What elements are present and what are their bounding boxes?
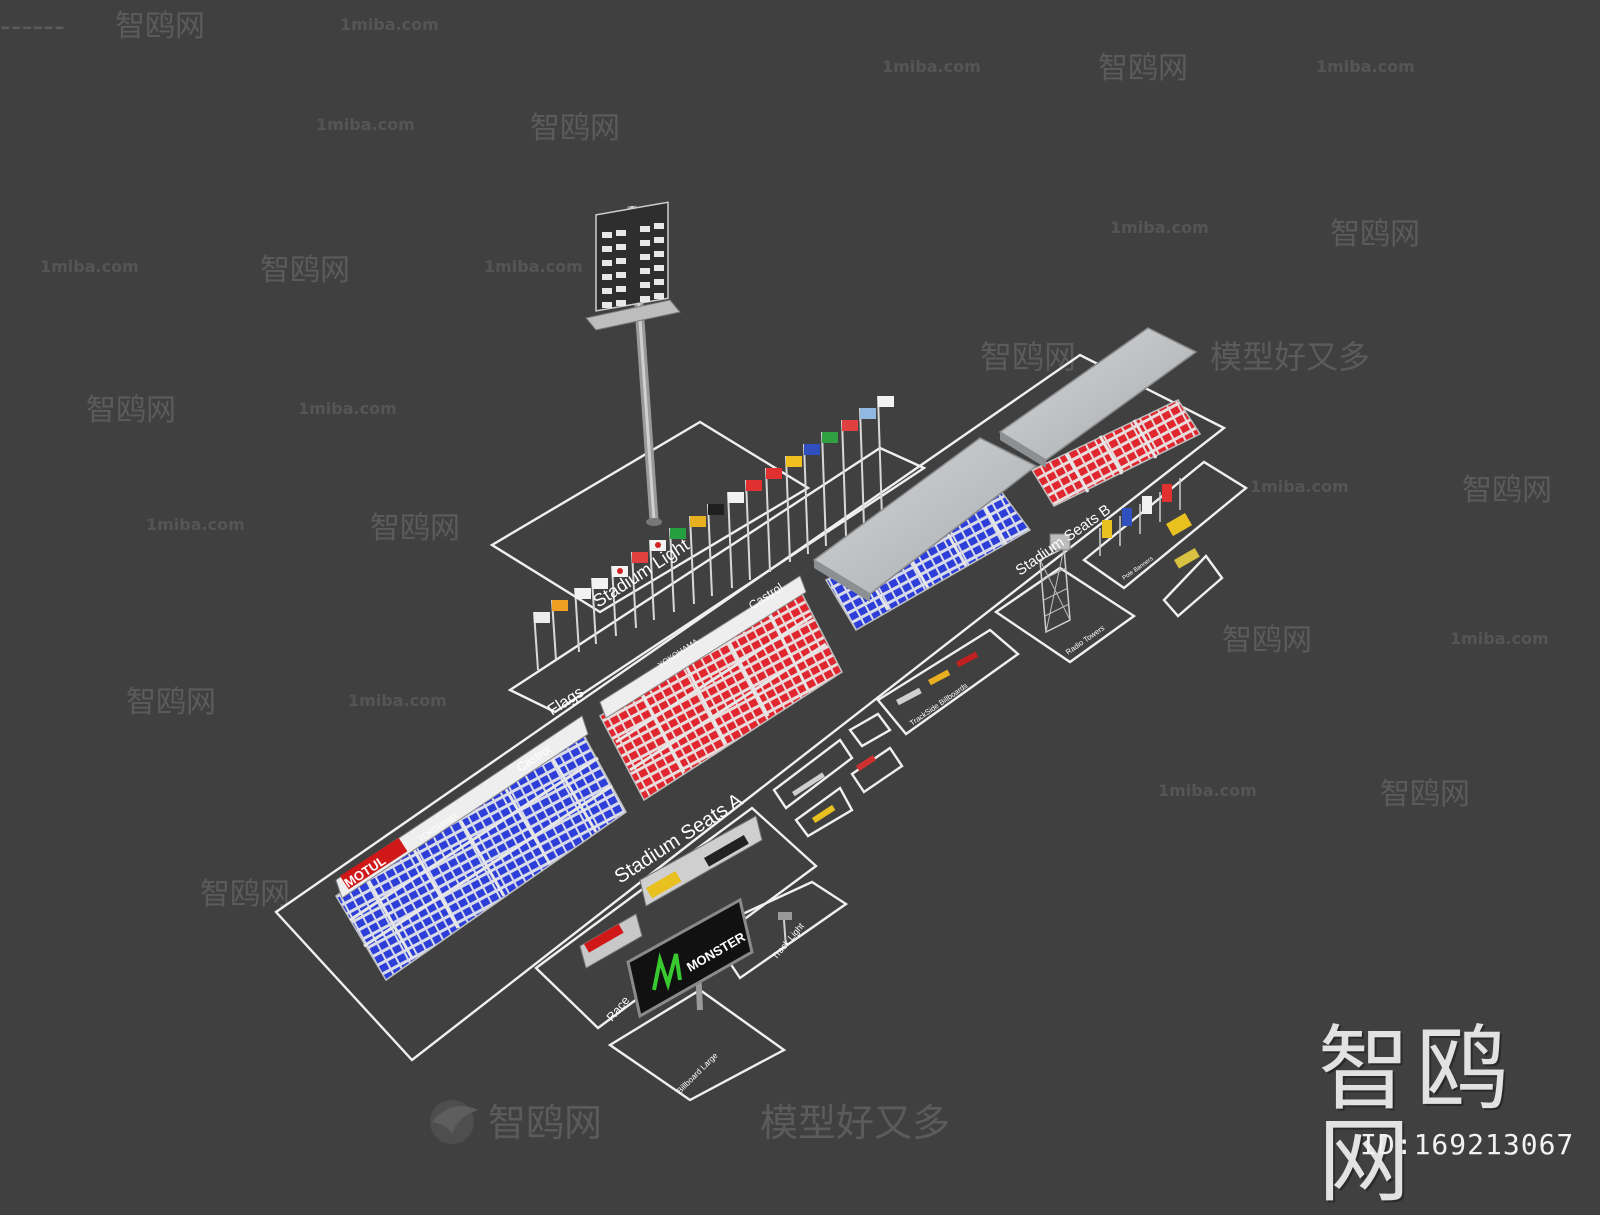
- watermark-site: 1miba.com: [146, 515, 245, 534]
- watermark-brand: 智鸥网: [1222, 623, 1312, 658]
- watermark-site: 1miba.com: [484, 257, 583, 276]
- watermark-site: 1miba.com: [316, 115, 415, 134]
- flag-icon: [708, 504, 724, 515]
- stadium-seats-a-blue: MOTUL YOKOHAMA Castrol: [334, 715, 627, 982]
- flag-icon: [878, 396, 894, 407]
- watermark-brand: 智鸥网: [126, 685, 216, 720]
- label-race: Race: [604, 993, 633, 1024]
- flag-icon: [632, 552, 648, 563]
- watermark-site: 1miba.com: [1110, 218, 1209, 237]
- footer-brand: 智鸥网: [1318, 1016, 1515, 1215]
- flag-icon: [575, 588, 591, 599]
- watermark-brand: 智鸥网: [200, 877, 290, 912]
- flag-icon: [804, 444, 820, 455]
- watermark-brand: 智鸥网: [1462, 473, 1552, 508]
- watermark-slogan: 模型好又多: [1210, 338, 1370, 376]
- watermark-site: 1miba.com: [348, 691, 447, 710]
- flag-icon: [670, 528, 686, 539]
- watermark-site: 1miba.com: [1450, 629, 1549, 648]
- watermark-brand: 智鸥网: [86, 393, 176, 428]
- watermark-brand: 智鸥网: [370, 511, 460, 546]
- zone-small-item: [794, 786, 854, 838]
- watermark-brand: 智鸥网: [1380, 777, 1470, 812]
- stadium-seats-b-blue: [812, 437, 1038, 632]
- zone-flags: [507, 446, 927, 714]
- zone-stadium-seats: [274, 353, 1227, 1062]
- flag-icon: [786, 456, 802, 467]
- monster-billboard: MONSTER: [626, 897, 754, 1019]
- flag-icon: [552, 600, 568, 611]
- flag-icon: [592, 578, 608, 589]
- sponsor-motul: [340, 837, 408, 890]
- watermark-site: 1miba.com: [1250, 477, 1349, 496]
- watermark-site: 1miba.com: [1316, 57, 1415, 76]
- flag-icon: [766, 468, 782, 479]
- watermark-brand: 智鸥网: [115, 9, 205, 44]
- label-flags: Flags: [545, 684, 587, 720]
- watermark-brand: 智鸥网: [1098, 51, 1188, 86]
- flag-icon: [534, 612, 550, 623]
- watermark-site: 1miba.com: [882, 57, 981, 76]
- flags-row: [533, 395, 894, 671]
- zone-pole-banners-small: [1162, 554, 1224, 618]
- watermark-slogan: 模型好又多: [760, 1101, 950, 1145]
- flag-icon: [822, 432, 838, 443]
- watermark-layer: ------ 智鸥网 1miba.com 1miba.com 智鸥网 1miba…: [0, 9, 1552, 1145]
- bird-logo-icon: [430, 1100, 478, 1144]
- stadium-seats-a-red: YOKOHAMA Castrol: [599, 575, 843, 802]
- pole-banners: [1099, 478, 1200, 569]
- watermark-brand: 智鸥网: [1330, 217, 1420, 252]
- zone-small-item: [850, 746, 904, 794]
- label-trackside-billboards: TrackSide Billboards: [908, 681, 969, 728]
- watermark-site: 1miba.com: [298, 399, 397, 418]
- stadium-seats-b-red: [998, 327, 1202, 507]
- stadium-light-tower: [585, 201, 681, 526]
- label-stadium-seats-b: Stadium Seats B: [1013, 501, 1114, 579]
- zone-trackside-billboards: [876, 628, 1020, 736]
- radio-tower: [1039, 533, 1071, 634]
- flag-icon: [860, 408, 876, 419]
- flag-icon: [728, 492, 744, 503]
- watermark-site: 1miba.com: [1158, 781, 1257, 800]
- zone-billboard-large: [607, 988, 787, 1102]
- zone-small-item: [772, 738, 854, 810]
- watermark-brand: 智鸥网: [488, 1101, 602, 1145]
- watermark-site: 1miba.com: [340, 15, 439, 34]
- label-stadium-light: Stadium Light: [589, 535, 692, 612]
- watermark-brand: 智鸥网: [530, 111, 620, 146]
- zone-radio-towers: [993, 566, 1137, 664]
- label-track-light: Track Light: [770, 921, 806, 962]
- watermark-dashes: ------: [0, 9, 65, 44]
- footer-id: ID:169213067: [1360, 1128, 1575, 1161]
- track-light: [778, 912, 792, 949]
- race-barrier: [579, 815, 763, 969]
- zone-small-item: [848, 712, 892, 748]
- flag-icon: [842, 420, 858, 431]
- watermark-site: 1miba.com: [40, 257, 139, 276]
- watermark-brand: 智鸥网: [980, 338, 1076, 376]
- flag-icon: [746, 480, 762, 491]
- trackside-billboards: [792, 651, 979, 824]
- flag-icon: [690, 516, 706, 527]
- monster-claw-icon: [652, 952, 682, 991]
- watermark-brand: 智鸥网: [260, 253, 350, 288]
- zone-stadium-light: [489, 420, 811, 614]
